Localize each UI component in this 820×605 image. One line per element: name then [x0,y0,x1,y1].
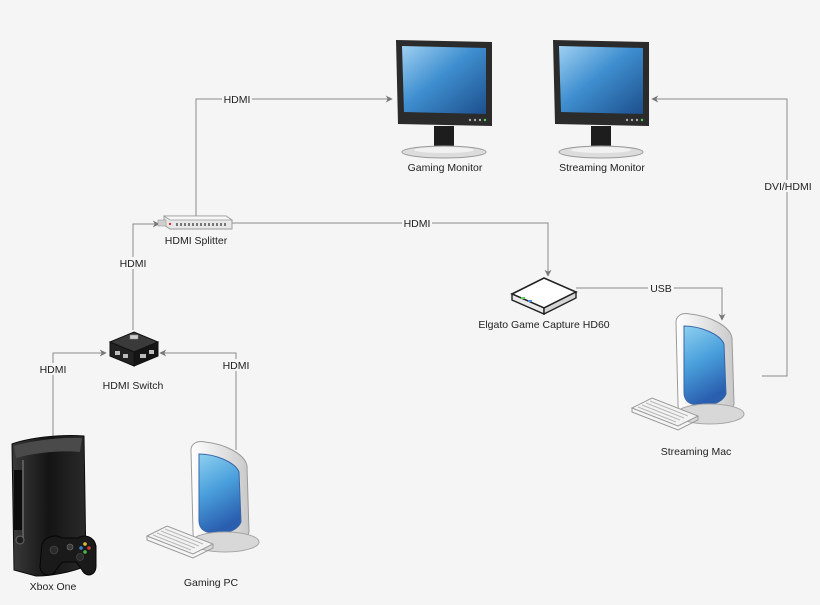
edge-splitter-to-elgato: HDMI [232,217,552,277]
node-label: HDMI Switch [103,380,164,392]
node-label: Streaming Mac [661,446,732,458]
monitor-icon [395,39,493,159]
node-hdmi-splitter: HDMI Splitter [157,215,234,247]
node-elgato: Elgato Game Capture HD60 [478,277,610,331]
edge-pc-to-switch: HDMI [159,349,251,450]
edge-switch-to-splitter: HDMI [118,220,160,330]
game-console-icon [11,435,97,577]
edge-label: HDMI [404,218,431,230]
edge-label: HDMI [120,258,147,270]
node-label: Gaming PC [184,577,239,589]
node-streaming-monitor: Streaming Monitor [552,39,650,174]
node-hdmi-switch: HDMI Switch [103,331,164,392]
edge-xbox-to-switch: HDMI [38,349,107,440]
node-gaming-pc: Gaming PC [146,440,260,589]
edge-label: HDMI [223,360,250,372]
node-gaming-monitor: Gaming Monitor [395,39,493,174]
splitter-icon [157,215,234,230]
node-label: Gaming Monitor [408,162,483,174]
edge-mac-to-streaming-monitor: DVI/HDMI [651,95,814,377]
node-label: Streaming Monitor [559,162,645,174]
edge-label: HDMI [224,94,251,106]
capture-card-icon [510,277,578,316]
monitor-icon [552,39,650,159]
node-xbox-one: Xbox One [11,435,97,593]
node-streaming-mac: Streaming Mac [631,312,745,458]
edge-elgato-to-mac: USB [576,282,726,321]
switch-icon [108,331,160,367]
edge-label: USB [650,283,672,295]
edge-label: HDMI [40,364,67,376]
edge-splitter-to-gaming-monitor: HDMI [195,93,393,216]
computer-icon [146,440,260,559]
edge-label: DVI/HDMI [764,181,811,193]
node-label: Elgato Game Capture HD60 [478,319,609,331]
node-label: HDMI Splitter [165,235,228,247]
computer-icon [631,312,745,431]
node-label: Xbox One [30,581,77,593]
